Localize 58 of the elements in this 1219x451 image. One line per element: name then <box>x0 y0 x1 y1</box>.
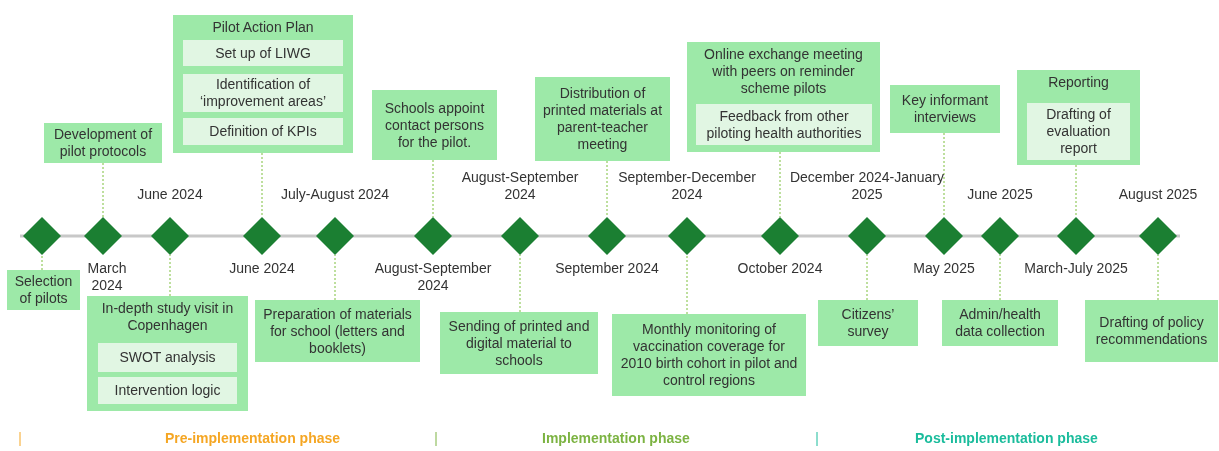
date-label: December 2024-January 2025 <box>788 169 946 203</box>
date-label: August 2025 <box>1117 186 1199 203</box>
sub-task-box: Intervention logic <box>98 377 237 404</box>
date-label: June 2024 <box>136 186 204 203</box>
task-title: In-depth study visit in Copenhagen <box>100 300 235 334</box>
date-label: May 2025 <box>912 260 976 277</box>
sub-task-box: Drafting of evaluation report <box>1027 103 1130 160</box>
sub-task-box: Definition of KPIs <box>183 118 343 145</box>
task-box: Monthly monitoring of vaccination coverage for 2010 birth cohort in pilot and control regions <box>612 314 806 396</box>
task-box: Admin/health data collection <box>942 300 1058 346</box>
leader-line <box>779 151 781 218</box>
task-box: Sending of printed and digital material to schools <box>440 312 598 374</box>
leader-line <box>334 254 336 301</box>
sub-task-box: SWOT analysis <box>98 343 237 372</box>
phase-label: Post-implementation phase <box>915 430 1098 446</box>
leader-line <box>102 162 104 218</box>
task-box: Schools appoint contact persons for the pilot. <box>372 90 497 160</box>
date-label: August-September 2024 <box>460 169 580 203</box>
leader-line <box>1157 254 1159 301</box>
task-title: Online exchange meeting with peers on reminder scheme pilots <box>703 46 864 97</box>
date-label: September-December 2024 <box>617 169 757 203</box>
date-label: October 2024 <box>736 260 824 277</box>
phase-label: Implementation phase <box>542 430 690 446</box>
task-box: Citizens’ survey <box>818 300 918 346</box>
sub-task-box: Set up of LIWG <box>183 40 343 66</box>
leader-line <box>41 254 43 271</box>
task-box: Key informant interviews <box>890 85 1000 133</box>
leader-line <box>943 132 945 218</box>
task-panel <box>1017 70 1140 165</box>
date-label: July-August 2024 <box>279 186 391 203</box>
task-panel <box>87 296 248 411</box>
task-title: Pilot Action Plan <box>212 19 314 36</box>
task-panel <box>687 42 880 152</box>
leader-line <box>999 254 1001 301</box>
task-box: Distribution of printed materials at parent-teacher meeting <box>535 77 670 161</box>
leader-line <box>866 254 868 301</box>
date-label: June 2024 <box>228 260 296 277</box>
task-box: Selection of pilots <box>7 270 80 310</box>
leader-line <box>261 152 263 218</box>
leader-line <box>1075 164 1077 218</box>
task-box: Development of pilot protocols <box>44 123 162 163</box>
leader-line <box>519 254 521 313</box>
task-panel <box>173 15 353 153</box>
task-box: Preparation of materials for school (letters and booklets) <box>255 300 420 362</box>
phase-label: Pre-implementation phase <box>165 430 341 446</box>
task-title: Reporting <box>1048 74 1109 91</box>
leader-line <box>432 159 434 218</box>
leader-line <box>606 160 608 218</box>
date-label: March 2024 <box>86 260 128 294</box>
date-label: June 2025 <box>966 186 1034 203</box>
date-label: August-September 2024 <box>373 260 493 294</box>
date-label: March-July 2025 <box>1023 260 1129 277</box>
leader-line <box>686 254 688 315</box>
task-box: Drafting of policy recommendations <box>1085 300 1218 362</box>
date-label: September 2024 <box>554 260 660 277</box>
sub-task-box: Feedback from other piloting health authorities <box>696 104 872 145</box>
sub-task-box: Identification of ‘improvement areas’ <box>183 74 343 112</box>
leader-line <box>169 254 171 297</box>
